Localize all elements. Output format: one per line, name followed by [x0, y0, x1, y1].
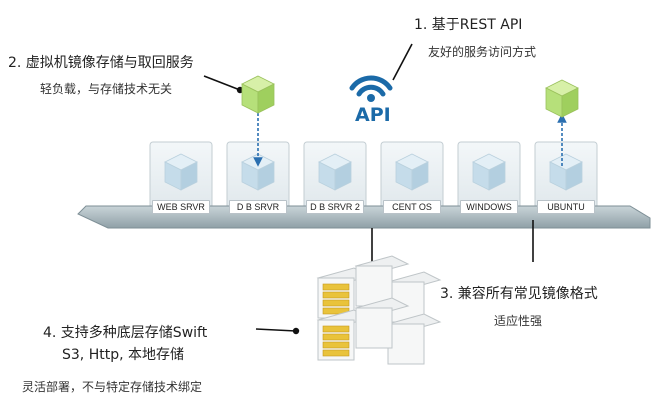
storage-box: [316, 309, 372, 361]
vm-storage-subtitle: 轻负载，与存储技术无关: [40, 82, 173, 96]
compat-subtitle: 适应性强: [494, 314, 543, 328]
storage-server-stack: [316, 255, 442, 365]
server-card: [149, 141, 213, 215]
server-label: UBUNTU: [537, 200, 595, 214]
storage-box: [386, 313, 442, 365]
server-label: D B SRVR: [229, 200, 287, 214]
compat-heading: 3. 兼容所有常见镜像格式: [440, 286, 598, 302]
api-logo-text: API: [355, 104, 391, 126]
backend-subtitle: 灵活部署，不与特定存储技术绑定: [22, 380, 203, 394]
backend-heading-line2: S3, Http, 本地存储: [62, 347, 184, 363]
server-label: CENT OS: [383, 200, 441, 214]
server-label: WINDOWS: [460, 200, 518, 214]
vm-storage-heading: 2. 虚拟机镜像存储与取回服务: [8, 55, 194, 71]
server-card: [534, 141, 598, 215]
server-card: [380, 141, 444, 215]
api-callout-line: [392, 43, 413, 81]
vm-image-cube-right: [545, 79, 579, 118]
backend-callout-line: [255, 328, 297, 332]
api-signal-icon: [349, 75, 393, 102]
api-subtitle: 友好的服务访问方式: [428, 45, 537, 59]
vm-storage-callout-line: [203, 75, 241, 91]
backend-heading-line1: 4. 支持多种底层存储Swift: [43, 325, 208, 341]
server-label: D B SRVR 2: [306, 200, 364, 214]
storage-box: [386, 271, 442, 323]
server-cards: [149, 141, 598, 215]
storage-box: [354, 297, 410, 349]
server-card: [303, 141, 367, 215]
server-label: WEB SRVR: [152, 200, 210, 214]
api-heading: 1. 基于REST API: [414, 17, 523, 33]
vm-image-cube-left: [241, 75, 275, 114]
